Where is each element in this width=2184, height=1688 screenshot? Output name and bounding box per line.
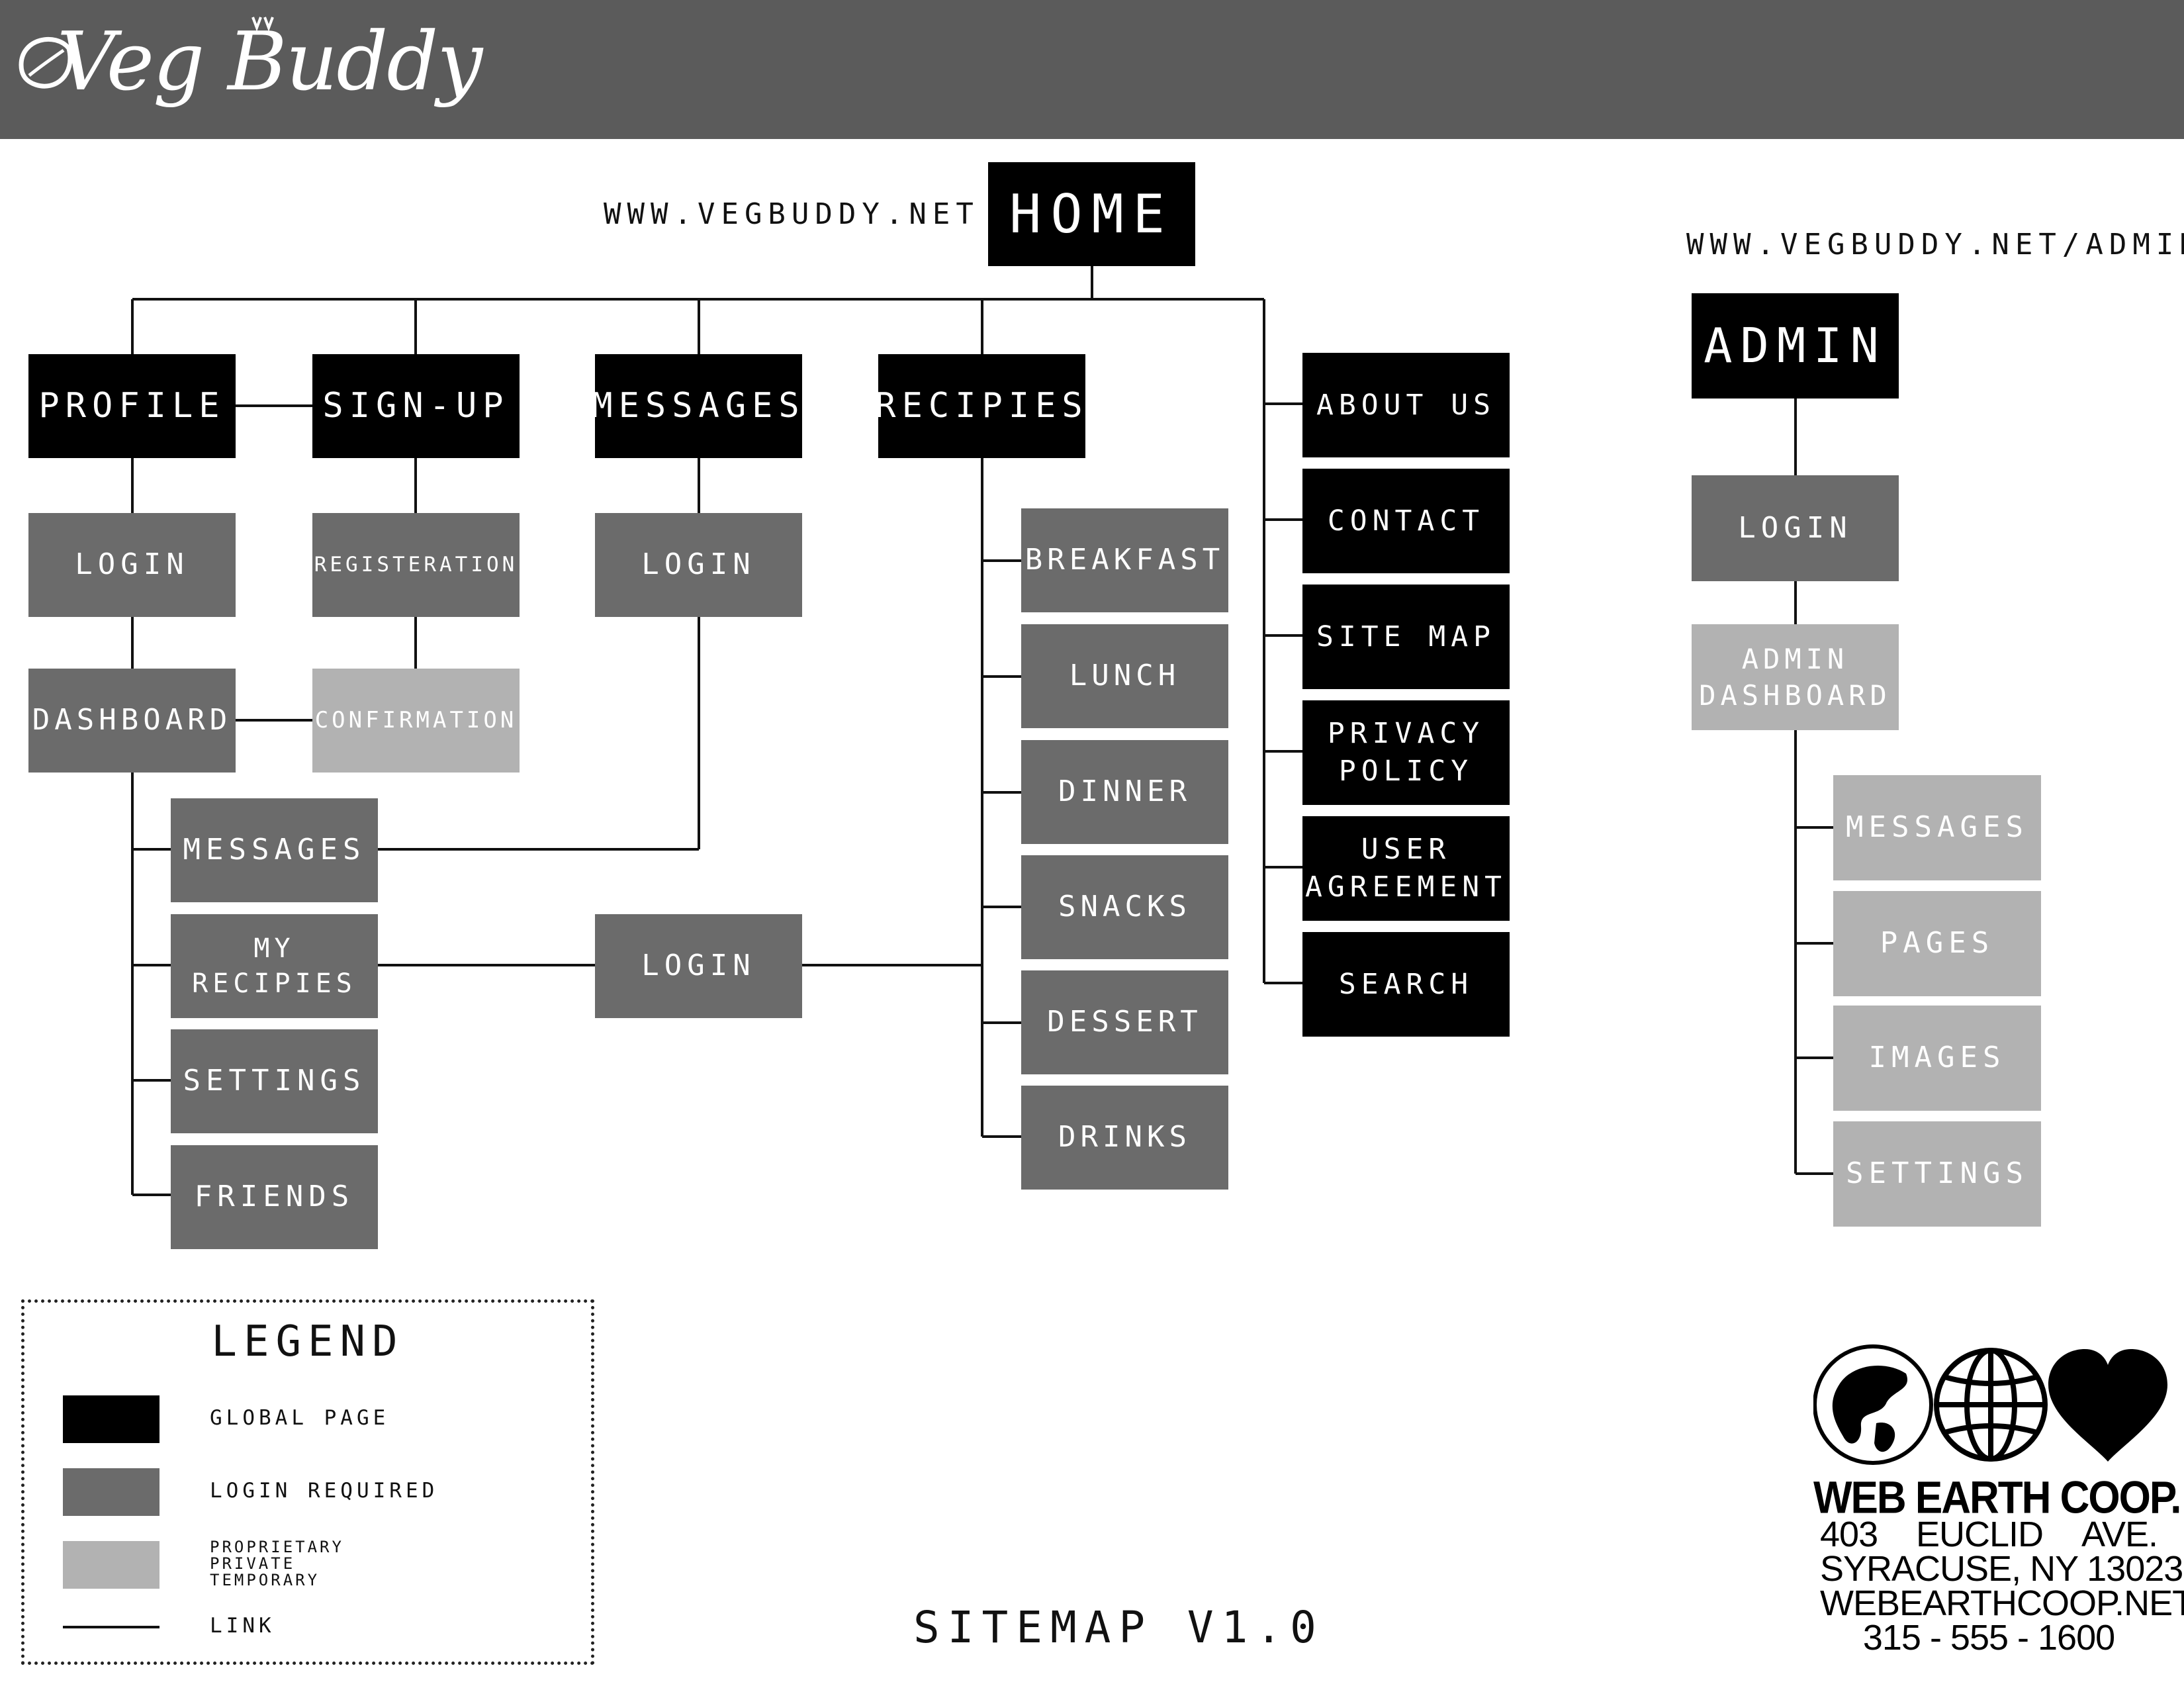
node-dash-my-recipies[interactable]: MY RECIPIES — [171, 914, 378, 1018]
node-dashboard[interactable]: DASHBOARD — [28, 669, 236, 773]
node-confirmation[interactable]: CONFIRMATION — [312, 669, 520, 773]
company-info: WEB EARTH COOP. 403 EUCLID AVE. SYRACUSE… — [1813, 1344, 2184, 1662]
legend-swatch-proprietary — [63, 1541, 159, 1589]
node-snacks[interactable]: SNACKS — [1021, 855, 1228, 959]
company-city: SYRACUSE, NY 13023 — [1820, 1549, 2183, 1589]
node-profile[interactable]: PROFILE — [28, 354, 236, 458]
node-dash-settings[interactable]: SETTINGS — [171, 1029, 378, 1133]
heart-icon — [2048, 1349, 2167, 1462]
veg-buddy-logo[interactable]: Veg Buddy — [16, 12, 482, 124]
legend-link-line — [63, 1626, 159, 1628]
node-dinner[interactable]: DINNER — [1021, 740, 1228, 844]
node-recipies[interactable]: RECIPIES — [875, 354, 1085, 458]
node-contact[interactable]: CONTACT — [1302, 469, 1510, 573]
node-admin-dashboard[interactable]: ADMIN DASHBOARD — [1692, 624, 1899, 730]
node-messages[interactable]: MESSAGES — [592, 354, 802, 458]
node-registeration[interactable]: REGISTERATION — [312, 513, 520, 617]
earth-globe-icon — [1813, 1344, 1933, 1465]
node-admin[interactable]: ADMIN — [1692, 293, 1899, 399]
header-bar: Veg Buddy — [0, 0, 2184, 139]
node-privacy-policy[interactable]: PRIVACY POLICY — [1302, 700, 1510, 805]
company-phone[interactable]: 315 - 555 - 1600 — [1862, 1618, 2115, 1658]
node-about-us[interactable]: ABOUT US — [1302, 353, 1510, 457]
legend-label-proprietary: PROPRIETARY PRIVATE TEMPORARY — [210, 1538, 344, 1589]
node-breakfast[interactable]: BREAKFAST — [1021, 508, 1228, 612]
legend: LEGEND GLOBAL PAGE LOGIN REQUIRED PROPRI… — [21, 1299, 594, 1665]
node-search[interactable]: SEARCH — [1302, 932, 1510, 1037]
node-recipies-login[interactable]: LOGIN — [595, 914, 802, 1018]
public-url[interactable]: WWW.VEGBUDDY.NET — [604, 197, 979, 231]
legend-label-link: LINK — [210, 1614, 275, 1638]
brand-name: Veg Buddy — [57, 15, 482, 109]
node-dessert[interactable]: DESSERT — [1021, 970, 1228, 1074]
company-logo — [1813, 1344, 2167, 1465]
node-messages-login[interactable]: LOGIN — [595, 513, 802, 617]
node-sign-up[interactable]: SIGN-UP — [312, 354, 520, 458]
leaf-icon — [19, 17, 274, 89]
address-street: EUCLID — [1916, 1515, 2044, 1554]
address-number: 403 — [1820, 1515, 1878, 1554]
node-dash-messages[interactable]: MESSAGES — [171, 798, 378, 902]
company-address: 403 EUCLID AVE. — [1820, 1517, 2158, 1552]
legend-swatch-global — [63, 1395, 159, 1443]
node-admin-pages[interactable]: PAGES — [1833, 891, 2041, 996]
node-lunch[interactable]: LUNCH — [1021, 624, 1228, 728]
legend-label-login: LOGIN REQUIRED — [210, 1479, 439, 1503]
sitemap-title: SITEMAP V1.0 — [913, 1602, 1324, 1653]
node-admin-settings[interactable]: SETTINGS — [1833, 1121, 2041, 1227]
node-home[interactable]: HOME — [988, 162, 1195, 266]
node-dash-friends[interactable]: FRIENDS — [171, 1145, 378, 1249]
node-admin-login[interactable]: LOGIN — [1692, 475, 1899, 581]
node-drinks[interactable]: DRINKS — [1021, 1086, 1228, 1190]
node-user-agreement[interactable]: USER AGREEMENT — [1302, 816, 1510, 921]
wireframe-globe-icon — [1934, 1348, 2048, 1462]
node-site-map[interactable]: SITE MAP — [1302, 585, 1510, 689]
legend-swatch-login — [63, 1468, 159, 1516]
company-name: WEB EARTH COOP. — [1813, 1473, 2181, 1523]
company-website[interactable]: WEBEARTHCOOP.NET — [1820, 1583, 2184, 1623]
node-profile-login[interactable]: LOGIN — [28, 513, 236, 617]
node-admin-messages[interactable]: MESSAGES — [1833, 775, 2041, 880]
node-admin-images[interactable]: IMAGES — [1833, 1006, 2041, 1111]
address-suffix: AVE. — [2081, 1515, 2158, 1554]
legend-label-global: GLOBAL PAGE — [210, 1406, 390, 1430]
admin-url[interactable]: WWW.VEGBUDDY.NET/ADMIN — [1686, 228, 2184, 261]
legend-title: LEGEND — [211, 1317, 404, 1366]
